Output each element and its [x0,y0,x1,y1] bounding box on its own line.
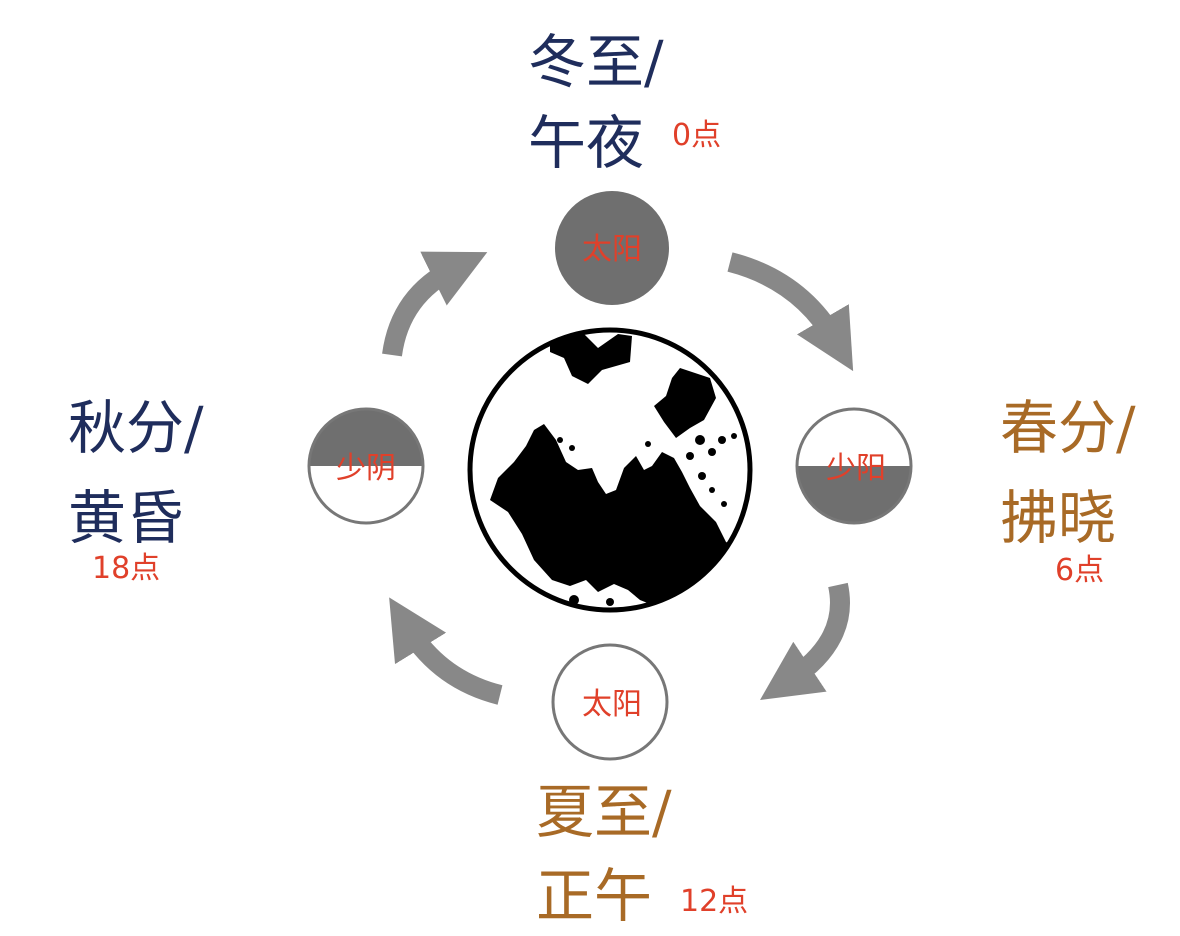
label-group-bottom: 夏至/ 正午 12点 [536,778,748,930]
phase-label-top: 太阳 [582,232,642,267]
cycle-arrows [382,251,854,705]
time-label-top: 午夜 [528,109,644,177]
phase-circle-bottom: 太阳 [551,643,669,761]
curved-arrow-icon [727,252,854,372]
curved-arrow-icon [382,251,488,357]
curved-arrow-icon [389,597,503,705]
time-label-left: 黄昏 [68,484,184,552]
hour-label-bottom: 12点 [680,884,748,919]
hour-label-top: 0点 [672,118,721,153]
hour-label-right: 6点 [1055,553,1104,588]
phase-label-right: 少阳 [826,451,886,486]
phase-label-bottom: 太阳 [582,687,642,722]
equinox-label-left: 秋分/ [68,394,204,462]
time-label-bottom: 正午 [536,862,652,930]
phase-circle-left: 少阴 [307,407,425,525]
earth-globe-icon [467,327,753,613]
label-group-left: 秋分/ 黄昏 18点 [68,394,204,586]
phase-circle-top: 太阳 [555,191,669,305]
label-group-right: 春分/ 拂晓 6点 [1000,394,1136,588]
equinox-label-right: 春分/ [1000,394,1136,462]
solstice-label-top: 冬至/ [528,28,664,96]
solstice-label-bottom: 夏至/ [536,778,672,846]
time-label-right: 拂晓 [1000,484,1116,552]
hour-label-left: 18点 [92,551,160,586]
phase-label-left: 少阴 [336,451,396,486]
phase-circle-right: 少阳 [795,407,913,525]
label-group-top: 冬至/ 午夜 0点 [528,28,721,177]
curved-arrow-icon [760,582,850,700]
